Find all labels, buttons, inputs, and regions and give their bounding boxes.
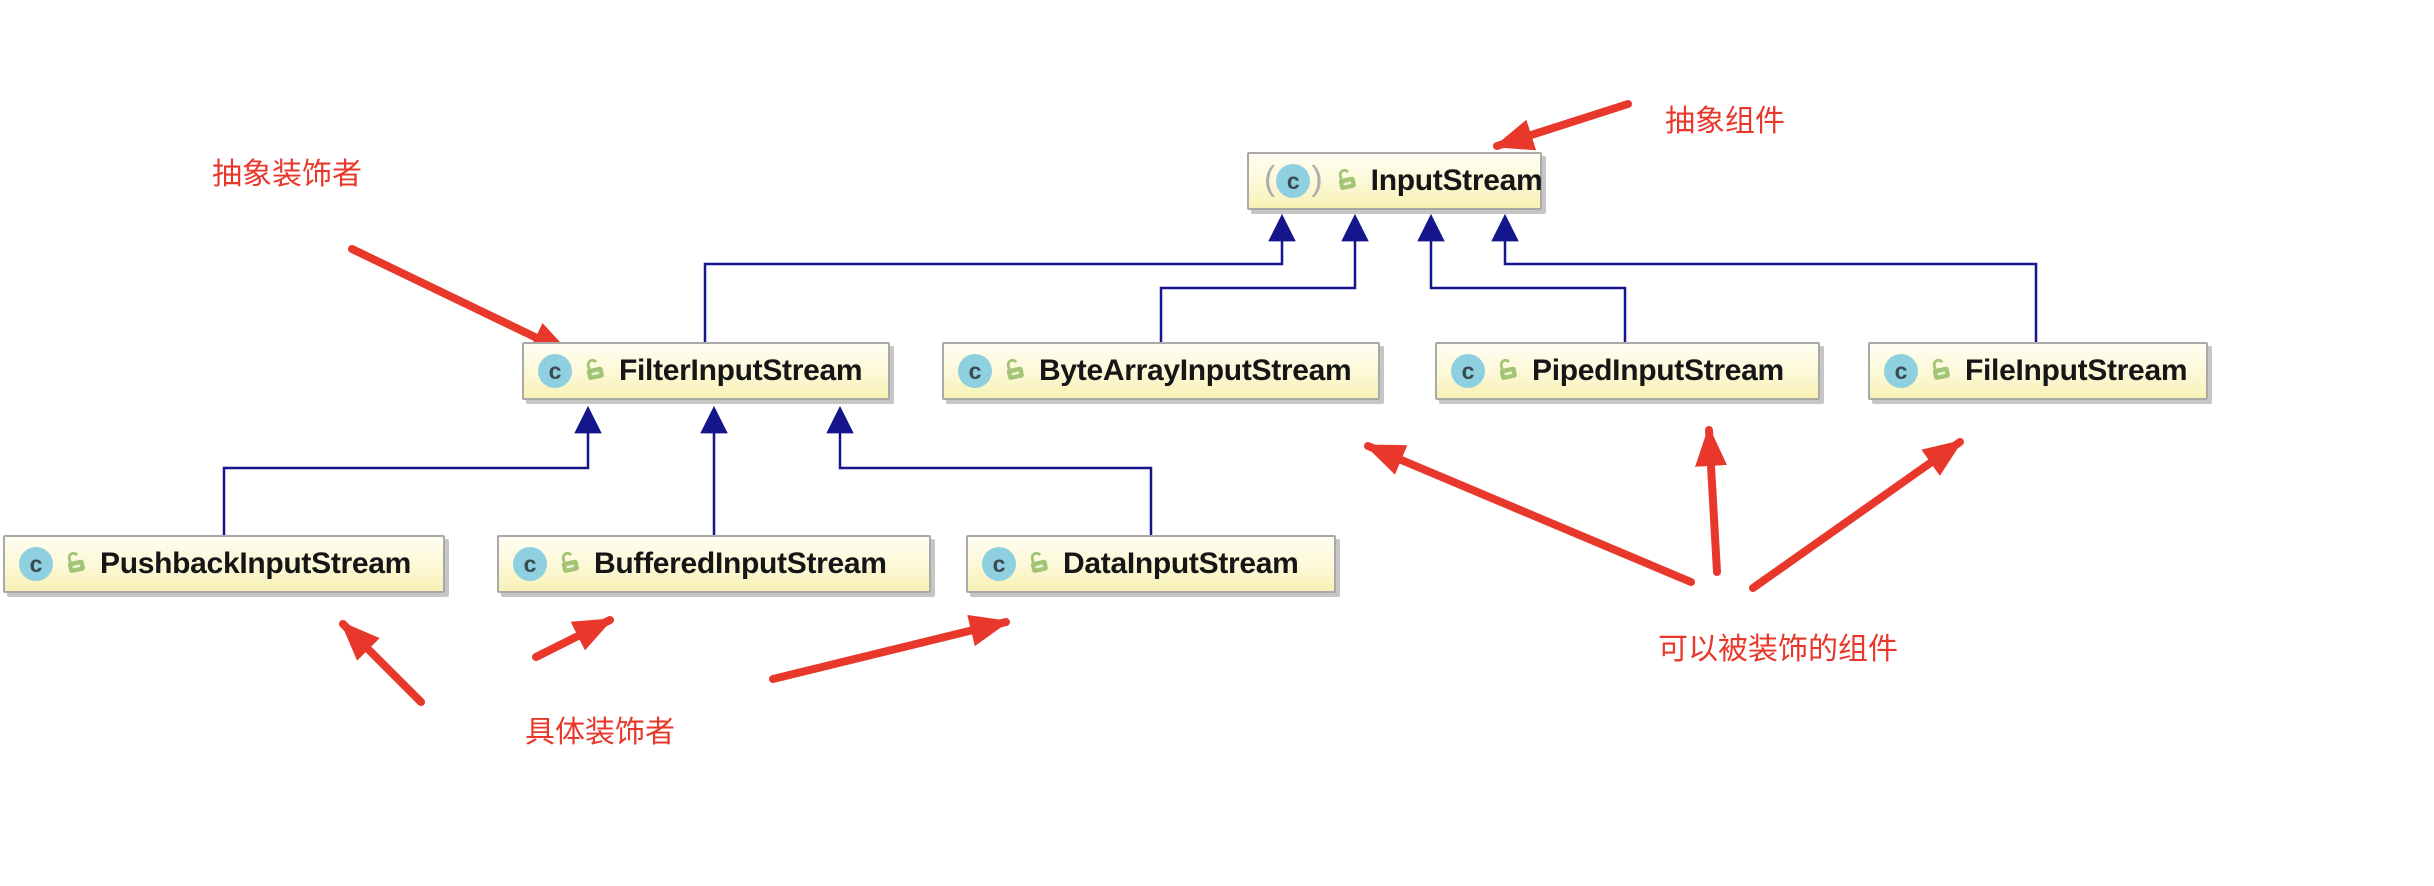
edge-filterinputstream-to-inputstream: [703, 213, 1296, 344]
unlocked-padlock-icon: [561, 551, 579, 573]
unlocked-padlock-icon: [1499, 358, 1517, 380]
annotation-concrete-decorator: 具体装饰者: [525, 716, 675, 749]
class-icon: c: [1884, 354, 1918, 388]
class-node-pipedinputstream[interactable]: c PipedInputStream: [1435, 342, 1820, 400]
class-node-filterinputstream[interactable]: c FilterInputStream: [522, 342, 890, 400]
class-icon: c: [1276, 164, 1311, 198]
edge-bytearrayinputstream-to-inputstream: [1159, 213, 1369, 344]
class-icon: c: [19, 547, 53, 581]
class-name: DataInputStream: [1063, 547, 1299, 580]
class-node-fileinputstream[interactable]: c FileInputStream: [1868, 342, 2208, 400]
unlocked-padlock-icon: [1932, 358, 1950, 380]
class-node-bufferedinputstream[interactable]: c BufferedInputStream: [497, 535, 931, 593]
class-icon-letter: c: [523, 550, 537, 577]
class-node-inputstream[interactable]: ( c ) InputStream: [1247, 152, 1543, 210]
class-icon-letter: c: [992, 550, 1006, 577]
class-icon-letter: c: [1894, 357, 1908, 384]
class-icon-letter: c: [29, 550, 43, 577]
arrow-concrete-decorator-to-bufferedinputstream: [532, 616, 614, 661]
class-node-pushbackinputstream[interactable]: c PushbackInputStream: [3, 535, 445, 593]
class-icon-letter: c: [1286, 167, 1300, 194]
annotation-abstract-decorator: 抽象装饰者: [212, 158, 362, 191]
arrow-decoratable-to-bytearrayinputstream: [1364, 442, 1695, 586]
class-name: PushbackInputStream: [100, 547, 412, 580]
class-name: PipedInputStream: [1532, 354, 1784, 387]
class-name: InputStream: [1370, 164, 1543, 197]
unlocked-padlock-icon: [1006, 358, 1024, 380]
arrow-concrete-decorator-to-datainputstream: [769, 615, 1010, 683]
edge-datainputstream-to-filterinputstream: [826, 405, 1153, 535]
class-icon: c: [982, 547, 1016, 581]
arrow-decoratable-to-fileinputstream: [1749, 438, 1964, 592]
unlocked-padlock-icon: [586, 358, 604, 380]
arrow-abstract-component-to-inputstream: [1493, 100, 1632, 151]
class-icon-letter: c: [968, 357, 982, 384]
class-node-datainputstream[interactable]: c DataInputStream: [966, 535, 1336, 593]
class-node-bytearrayinputstream[interactable]: c ByteArrayInputStream: [942, 342, 1380, 400]
unlocked-padlock-icon: [1030, 551, 1048, 573]
annotation-decoratable-components: 可以被装饰的组件: [1658, 633, 1898, 666]
class-icon: c: [538, 354, 572, 388]
edge-pipedinputstream-to-inputstream: [1417, 213, 1627, 344]
class-icon-letter: c: [1461, 357, 1475, 384]
edge-fileinputstream-to-inputstream: [1491, 213, 2038, 344]
unlocked-padlock-icon: [1338, 168, 1356, 190]
class-icon: c: [513, 547, 547, 581]
class-icon: c: [958, 354, 992, 388]
class-name: BufferedInputStream: [594, 547, 887, 580]
arrow-concrete-decorator-to-pushbackinputstream: [339, 620, 425, 706]
class-name: ByteArrayInputStream: [1039, 354, 1352, 387]
abstract-paren-open: (: [1264, 160, 1276, 198]
edge-pushbackinputstream-to-filterinputstream: [222, 405, 602, 535]
annotation-abstract-component: 抽象组件: [1665, 105, 1785, 138]
arrow-decoratable-to-pipedinputstream: [1695, 426, 1727, 576]
arrow-abstract-decorator-to-filterinputstream: [348, 245, 572, 357]
class-icon: c: [1451, 354, 1485, 388]
class-name: FileInputStream: [1965, 354, 2188, 387]
class-icon-letter: c: [548, 357, 562, 384]
class-name: FilterInputStream: [619, 354, 863, 387]
unlocked-padlock-icon: [67, 551, 85, 573]
abstract-paren-close: ): [1311, 160, 1323, 198]
